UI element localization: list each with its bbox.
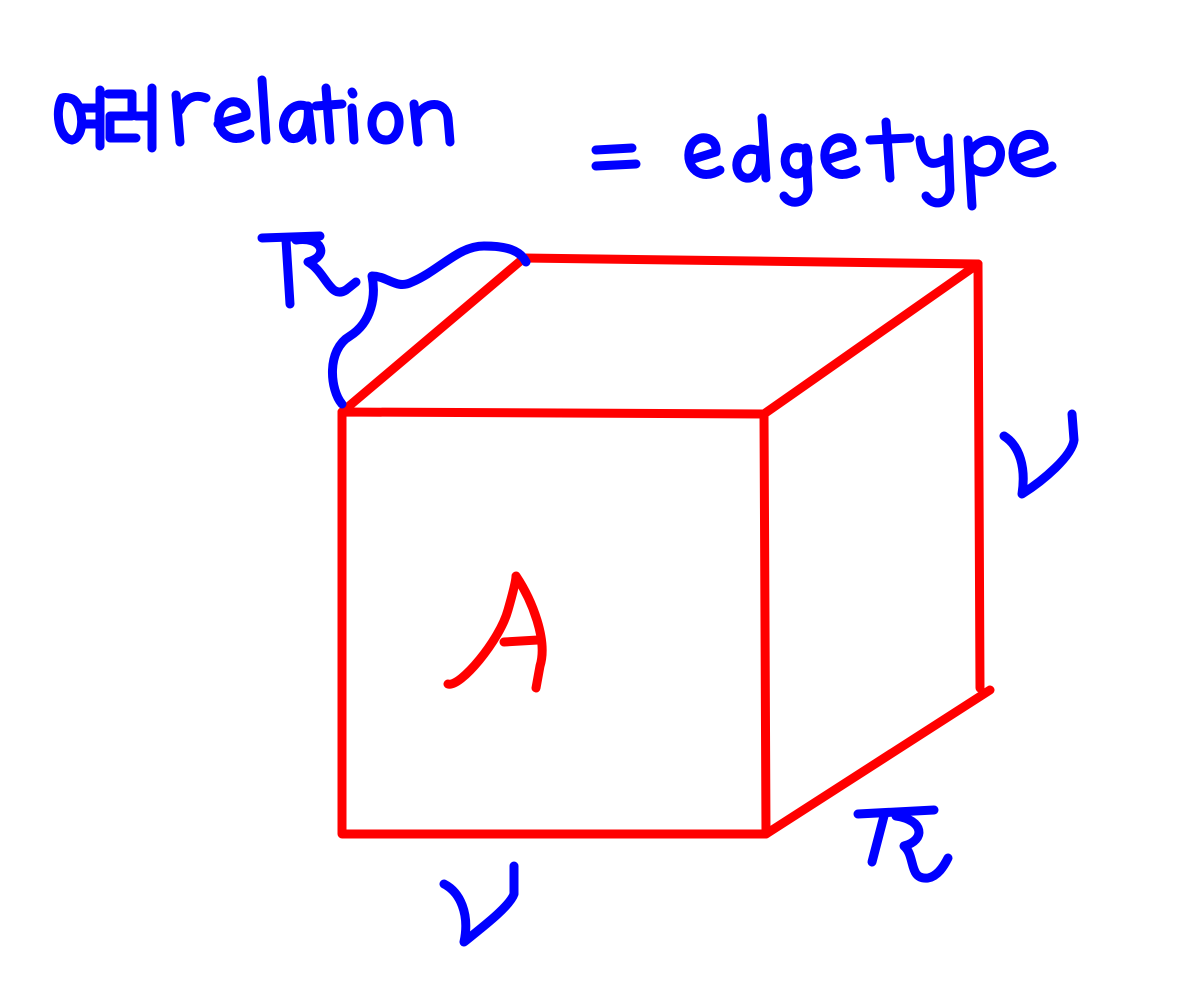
title-relation: [171, 75, 455, 147]
face-label-a: [443, 571, 547, 693]
title-annotation: [53, 75, 1057, 211]
right-edge-annotation: [999, 409, 1079, 499]
cube-right-back-edge: [973, 259, 985, 693]
cube-top-right-edge: [759, 259, 983, 419]
title-hangul: [53, 83, 157, 153]
bottom-edge-annotation: [439, 861, 519, 947]
title-edge-type: [684, 113, 1057, 211]
cube-top-left-edge: [337, 253, 529, 417]
bottom-right-edge-annotation: [853, 805, 953, 883]
cube-bottom-right-edge: [761, 685, 995, 839]
top-left-edge-annotation: [257, 231, 531, 409]
cube-top-back-edge: [519, 253, 983, 269]
title-equals: [591, 143, 641, 171]
cube: [337, 253, 995, 839]
